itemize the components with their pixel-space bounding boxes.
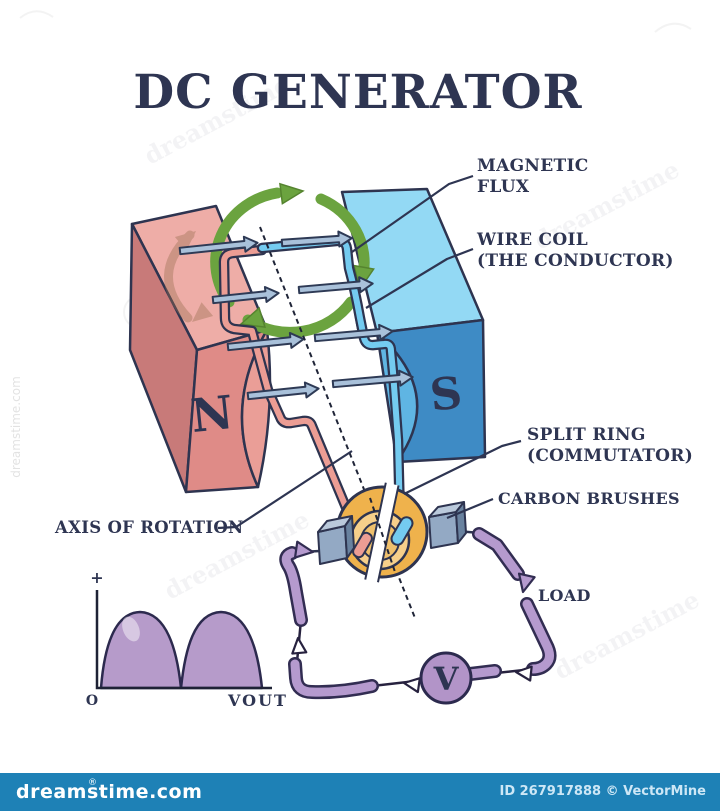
axis-dashed-line <box>259 226 416 619</box>
external-circuit <box>279 527 557 700</box>
graph-plus-label: + <box>90 568 103 587</box>
graph-origin-label: O <box>86 693 98 709</box>
registered-mark-icon: ® <box>88 778 97 788</box>
label-wire-coil: WIRE COIL <box>476 230 588 250</box>
commutator <box>335 482 429 583</box>
commutator-blue-lead-tip <box>390 516 414 546</box>
label-load: LOAD <box>538 586 591 605</box>
field-arrows <box>178 230 414 401</box>
watermark-vertical: dreamstime.com <box>9 376 23 478</box>
voltmeter-symbol: V <box>433 660 460 698</box>
dc-generator-diagram: dreamstime dreamstime dreamstime dreamst… <box>19 10 704 710</box>
image-credit: ID 267917888 © VectorMine <box>499 784 706 799</box>
leader-lines <box>217 174 522 530</box>
label-axis-of-rotation: AXIS OF ROTATION <box>54 518 243 537</box>
commutator-pink-lead-tip <box>352 531 373 559</box>
svg-text:(THE CONDUCTOR): (THE CONDUCTOR) <box>477 251 674 271</box>
output-graph: + O VOUT <box>86 568 288 710</box>
south-pole-label: S <box>428 367 465 421</box>
graph-axes <box>95 590 272 690</box>
label-carbon-brushes: CARBON BRUSHES <box>498 489 680 508</box>
diagram-labels: MAGNETIC FLUX WIRE COIL (THE CONDUCTOR) … <box>54 156 693 605</box>
brush-right <box>428 511 459 549</box>
carbon-brushes <box>299 501 481 565</box>
voltmeter: V <box>419 651 473 705</box>
dreamstime-logo: dreamstime.com <box>16 781 203 803</box>
flux-ring-ghost <box>164 230 214 323</box>
svg-text:(COMMUTATOR): (COMMUTATOR) <box>527 446 693 466</box>
footer-bar: dreamstime.com ® ID 267917888 © VectorMi… <box>0 773 720 811</box>
svg-text:FLUX: FLUX <box>477 177 530 197</box>
label-split-ring: SPLIT RING <box>527 425 646 445</box>
page-title: DC GENERATOR <box>133 65 582 120</box>
label-magnetic-flux: MAGNETIC <box>477 156 589 176</box>
graph-x-axis-label: VOUT <box>227 691 288 710</box>
magnet-south <box>340 187 487 464</box>
north-pole-label: N <box>188 385 235 443</box>
